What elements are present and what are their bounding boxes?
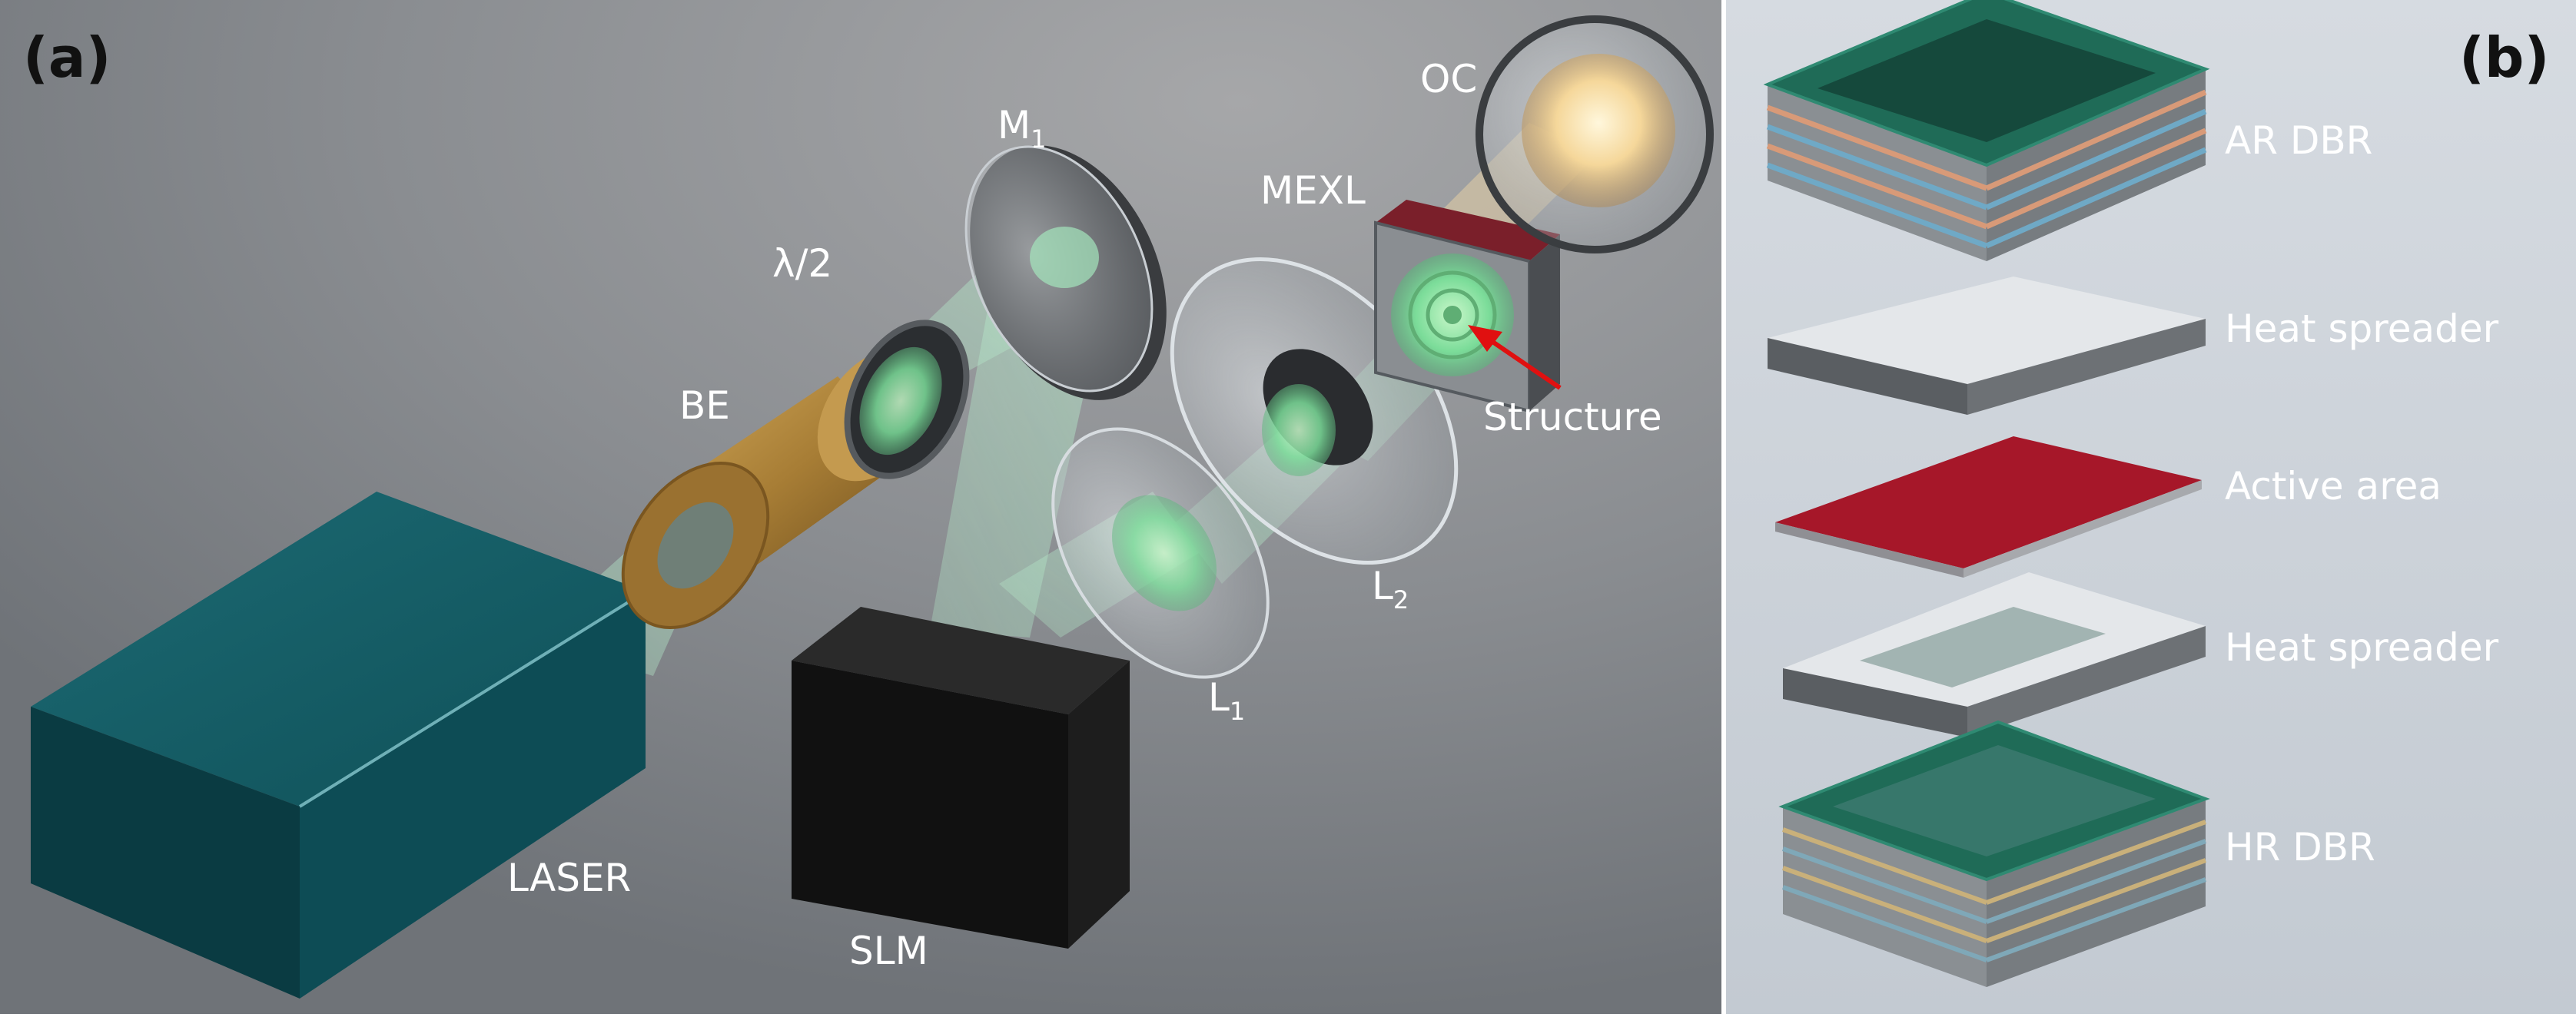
ar-stripe-3 bbox=[1766, 143, 1988, 230]
hs2-side bbox=[1967, 626, 2206, 737]
lens-l2 bbox=[1170, 257, 1459, 565]
label-slm: SLM bbox=[849, 929, 928, 973]
hr-stripe-2 bbox=[1781, 846, 1988, 924]
layer-label-hr-dbr: HR DBR bbox=[2225, 825, 2375, 870]
layer-label-heat-spreader-1: Heat spreader bbox=[2225, 306, 2499, 351]
active-area-layer bbox=[1775, 436, 2202, 578]
ar-stripe-3b bbox=[1985, 128, 2207, 230]
label-l1: L1 bbox=[1208, 675, 1245, 726]
label-l1-sub: 1 bbox=[1230, 697, 1245, 726]
active-side bbox=[1964, 480, 2202, 578]
l2-inner bbox=[1262, 384, 1336, 476]
ar-stripe-1b bbox=[1985, 89, 2207, 191]
mexl-ring-3 bbox=[1443, 306, 1462, 324]
label-half-wave: λ/2 bbox=[772, 241, 832, 286]
slm-top-face bbox=[792, 607, 1130, 714]
hs2-window bbox=[1860, 607, 2106, 687]
hr-dbr-cavity bbox=[1833, 745, 2156, 856]
laser-highlight-edge bbox=[298, 590, 647, 808]
ar-stripe-4b bbox=[1985, 147, 2207, 249]
slm-side-face bbox=[1068, 661, 1130, 949]
label-l1-main: L bbox=[1208, 675, 1230, 720]
ar-dbr-stripes bbox=[1766, 89, 2207, 249]
slm-box bbox=[792, 607, 1130, 949]
slm-front-face bbox=[792, 661, 1068, 949]
panel-a: (a) OC MEXL M1 λ/2 BE Structure L2 L1 LA… bbox=[0, 0, 1721, 1014]
panel-b: AR DBR Heat spreader Active area Heat sp… bbox=[1726, 0, 2576, 1014]
ar-dbr-cavity bbox=[1817, 19, 2156, 142]
label-laser: LASER bbox=[507, 856, 631, 900]
hr-dbr-stripes bbox=[1781, 820, 2207, 962]
hr-stripe-3b bbox=[1985, 858, 2207, 943]
be-tube-aperture bbox=[657, 502, 734, 589]
output-coupler bbox=[1476, 15, 1714, 253]
structure-arrow bbox=[1468, 325, 1562, 390]
hwp-glass bbox=[859, 346, 942, 455]
label-m1-main: M bbox=[998, 103, 1031, 147]
layer-label-ar-dbr: AR DBR bbox=[2225, 118, 2372, 163]
laser-front-face bbox=[31, 707, 300, 999]
label-l2-sub: 2 bbox=[1393, 585, 1409, 615]
panel-divider bbox=[1721, 0, 1726, 1014]
laser-side-face bbox=[300, 591, 646, 999]
arrow-shaft bbox=[1486, 336, 1562, 390]
mexl-ring-2 bbox=[1426, 288, 1479, 342]
panel-b-tag: (b) bbox=[2459, 25, 2549, 90]
label-mexl: MEXL bbox=[1260, 168, 1366, 213]
hr-stripe-1b bbox=[1985, 820, 2207, 905]
laser-box bbox=[31, 492, 647, 999]
hs1-side bbox=[1967, 319, 2206, 415]
label-l2-main: L bbox=[1372, 564, 1393, 608]
hs2-front bbox=[1783, 668, 1967, 737]
ar-dbr-stack bbox=[1763, 0, 2210, 261]
m1-center bbox=[1030, 227, 1099, 288]
layer-label-active-area: Active area bbox=[2225, 464, 2442, 508]
heat-spreader-top bbox=[1768, 277, 2206, 415]
ar-stripe-4 bbox=[1766, 162, 1988, 249]
mexl-cube bbox=[1374, 200, 1560, 413]
label-structure: Structure bbox=[1483, 395, 1662, 439]
hs1-top bbox=[1768, 277, 2206, 384]
panel-a-tag: (a) bbox=[23, 25, 111, 90]
mirror-m1 bbox=[964, 145, 1167, 400]
ar-stripe-2b bbox=[1985, 108, 2207, 210]
layer-label-heat-spreader-2: Heat spreader bbox=[2225, 625, 2499, 670]
arrow-head bbox=[1468, 325, 1502, 352]
hr-stripe-1 bbox=[1781, 827, 1988, 905]
mexl-side-face bbox=[1529, 234, 1560, 411]
label-oc: OC bbox=[1420, 57, 1477, 101]
lens-l1 bbox=[1051, 427, 1270, 679]
active-front bbox=[1775, 522, 1964, 578]
laser-top-face bbox=[31, 492, 646, 807]
half-wave-plate bbox=[844, 320, 970, 479]
hr-stripe-2b bbox=[1985, 839, 2207, 924]
heat-spreader-bottom bbox=[1783, 572, 2206, 737]
hr-dbr-stack bbox=[1778, 720, 2210, 987]
hr-stripe-3 bbox=[1781, 866, 1988, 943]
mexl-top-face bbox=[1376, 200, 1560, 261]
hr-stripe-4b bbox=[1985, 877, 2207, 962]
hr-stripe-4 bbox=[1781, 885, 1988, 962]
hs1-front bbox=[1768, 338, 1967, 415]
label-be: BE bbox=[679, 383, 730, 428]
ar-stripe-2 bbox=[1766, 124, 1988, 210]
oc-glow bbox=[1522, 54, 1675, 207]
l1-inner bbox=[1111, 495, 1217, 611]
label-m1-sub: 1 bbox=[1031, 124, 1046, 154]
mexl-ring-1 bbox=[1408, 270, 1497, 359]
active-top bbox=[1775, 436, 2202, 568]
ar-stripe-1 bbox=[1766, 104, 1988, 191]
label-m1: M1 bbox=[998, 103, 1047, 154]
label-l2: L2 bbox=[1372, 564, 1409, 615]
